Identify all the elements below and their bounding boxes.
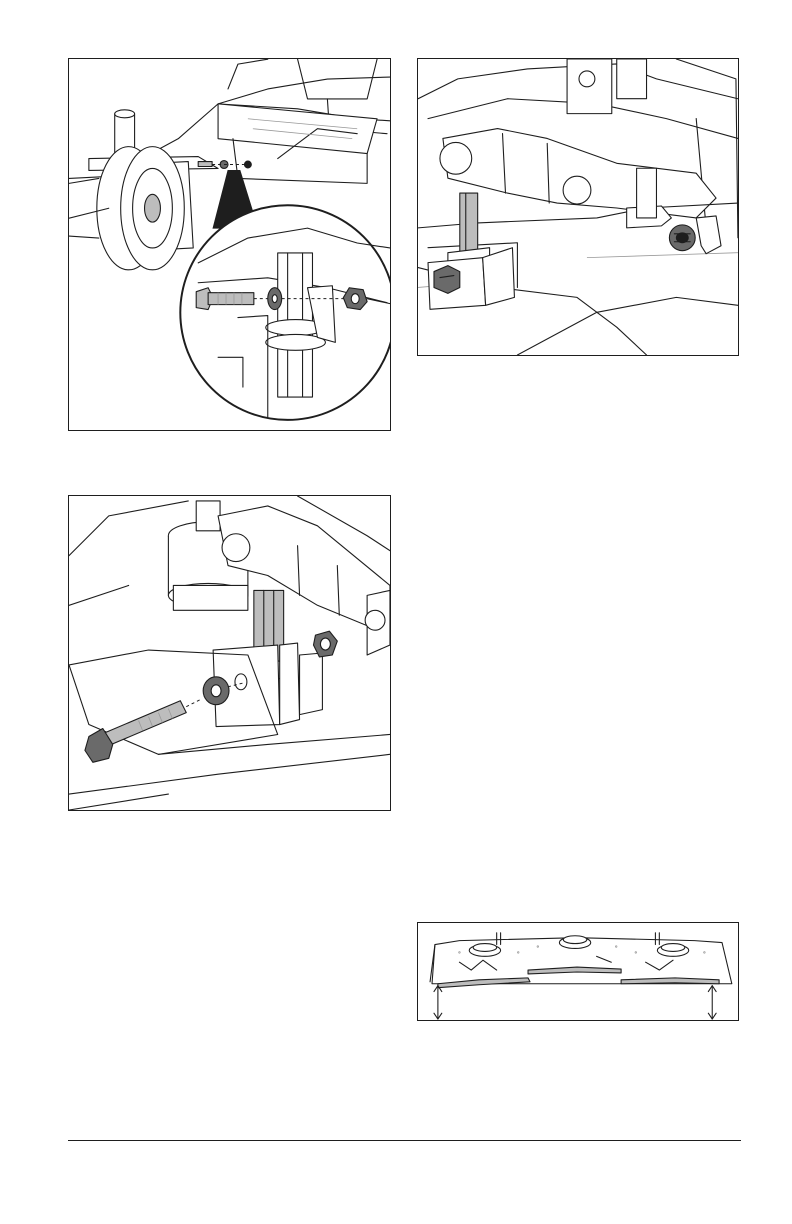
bolt-washer-exploded-illustration <box>69 496 390 810</box>
figure-caster-bolt-detail <box>68 58 391 431</box>
caster-wheel-bolt-detail-illustration <box>69 59 390 430</box>
footer-rule <box>68 1140 741 1141</box>
figure-deck-blade-height <box>417 922 739 1021</box>
lift-arm-bolt-installed-illustration <box>418 59 738 355</box>
deck-blade-height-measure-illustration <box>418 923 738 1020</box>
figure-bolt-washer-exploded <box>68 495 391 811</box>
figure-lift-arm-bolt-installed <box>417 58 739 356</box>
